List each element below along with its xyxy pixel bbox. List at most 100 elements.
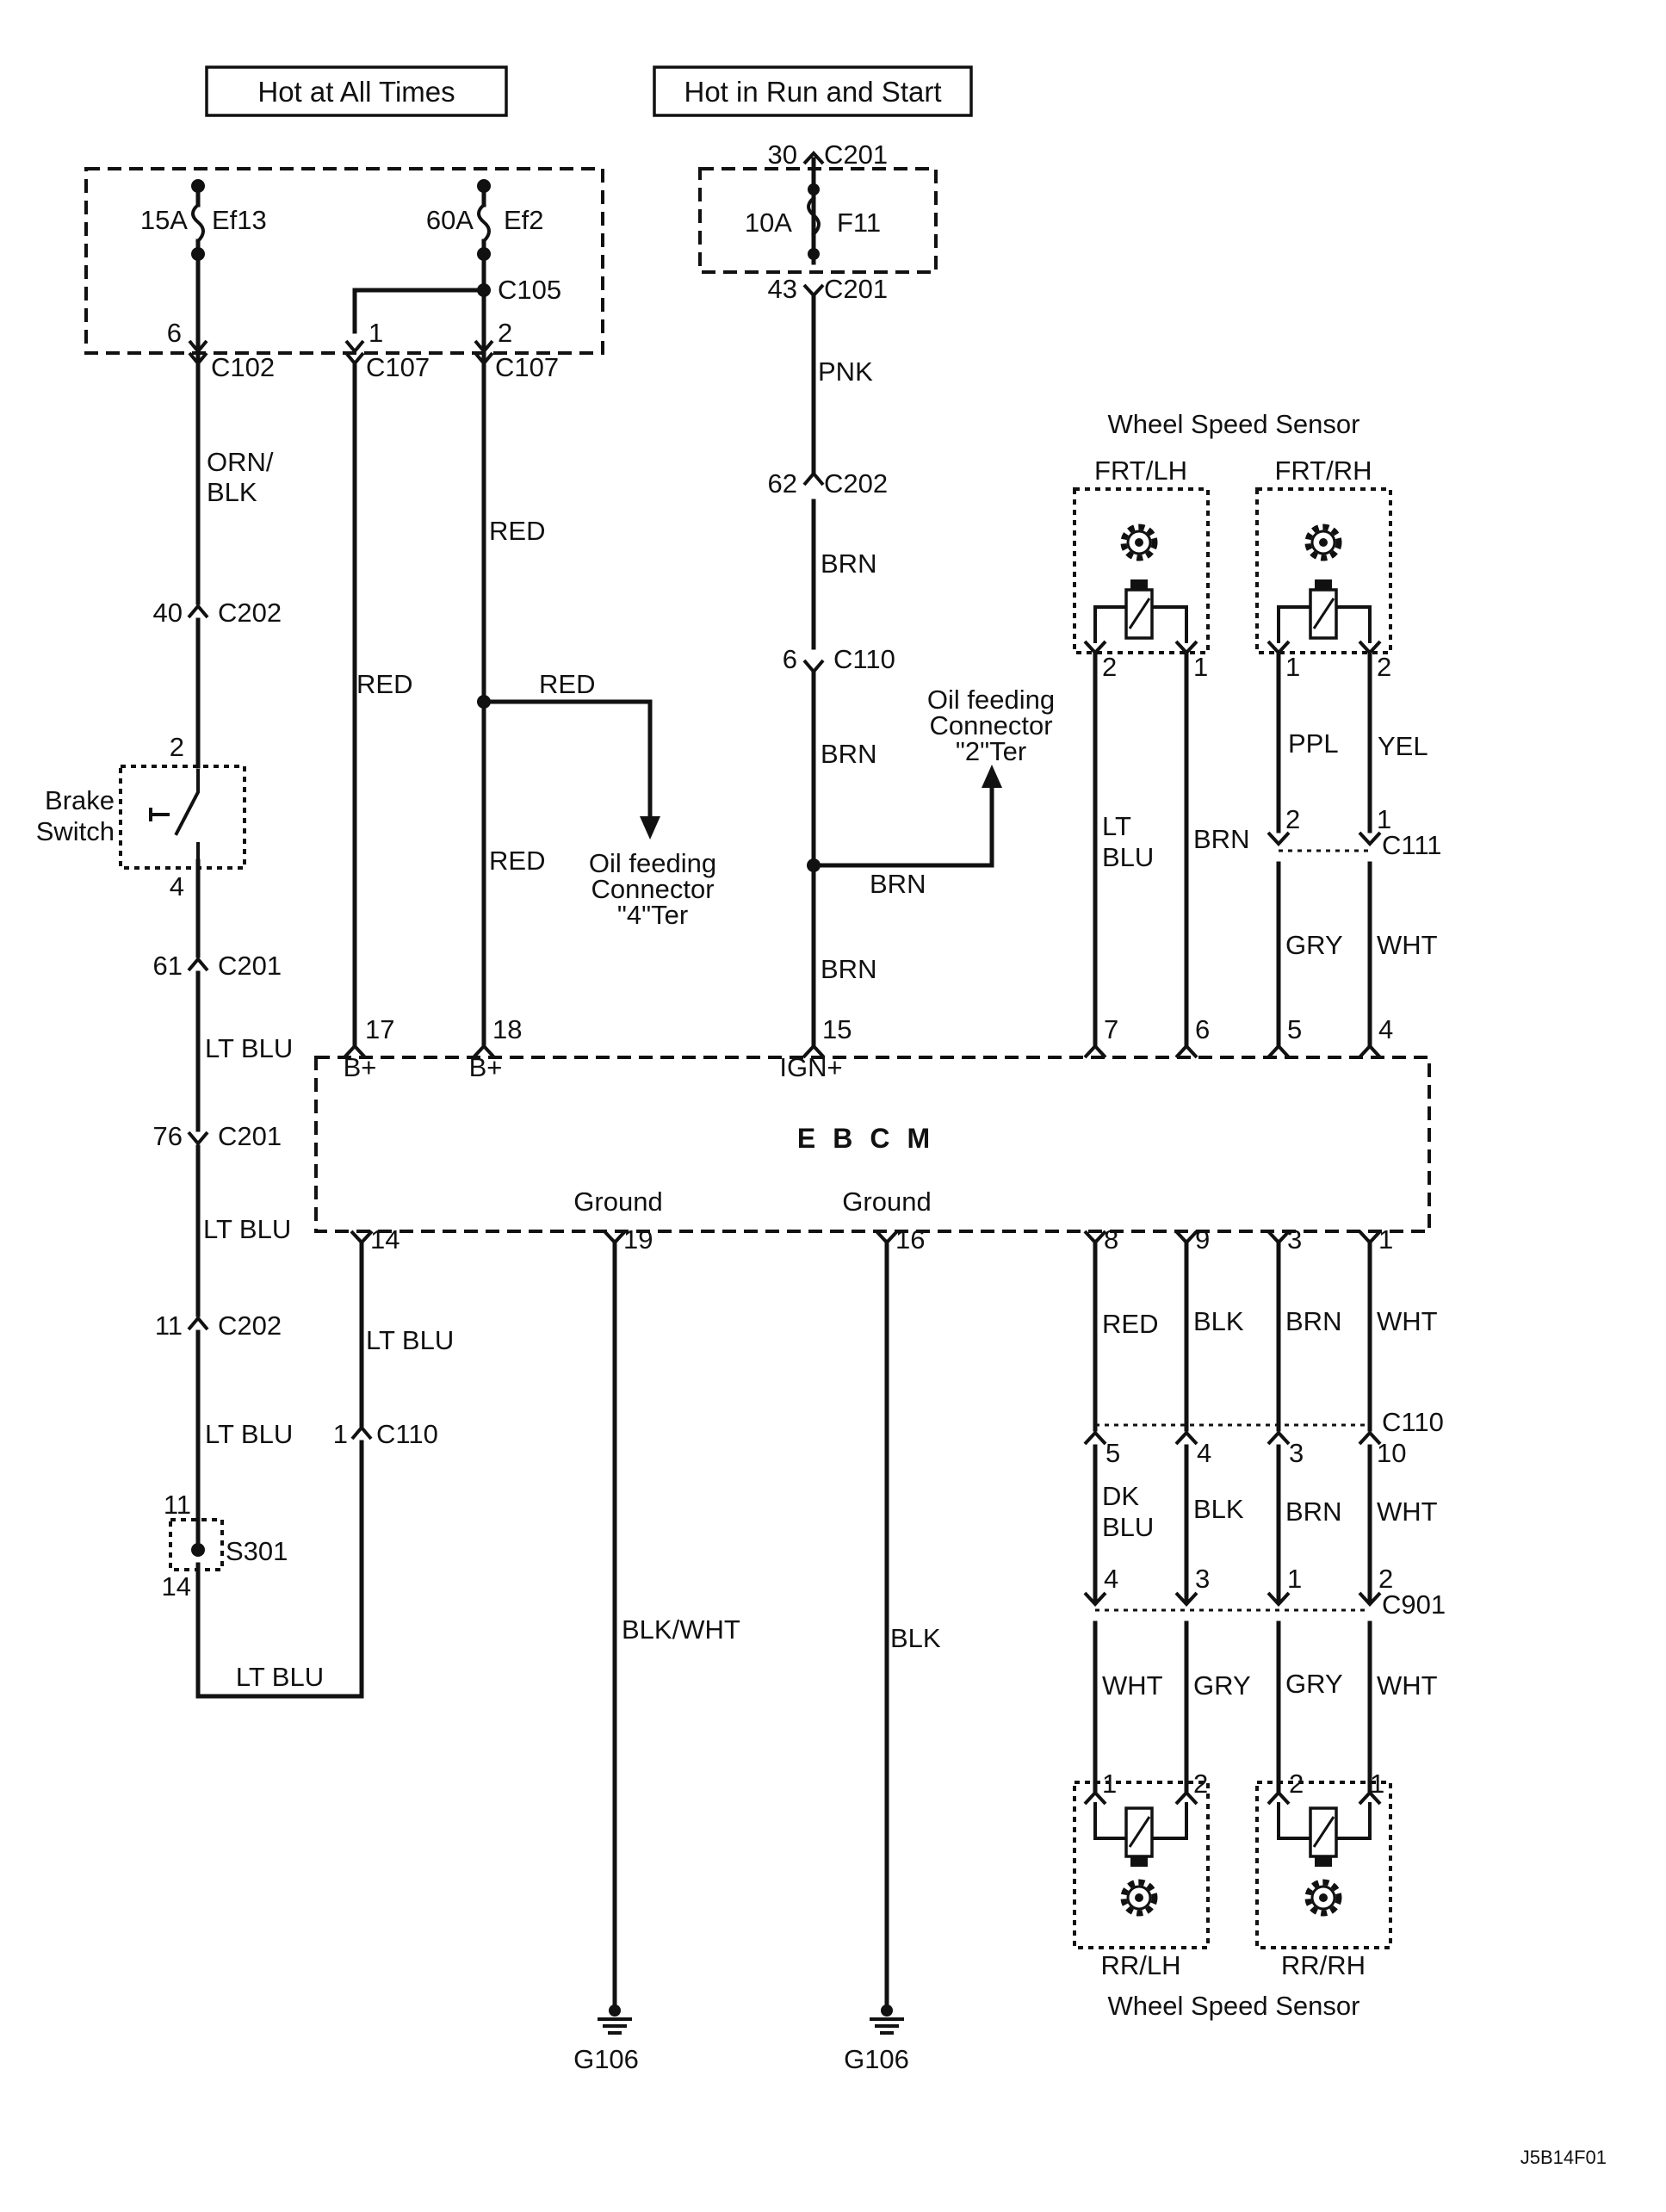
c110r-pin-5: 5 — [1106, 1438, 1120, 1468]
pin-1-rr-lh: 1 — [1102, 1769, 1117, 1799]
ebcm-pin-17: 17 — [365, 1014, 394, 1044]
pin-11-s301: 11 — [164, 1490, 191, 1520]
ground-icon-g106-2 — [870, 2004, 904, 2035]
fuse-ef13-rating: 15A — [140, 205, 188, 235]
pin-2-c111: 2 — [1285, 804, 1300, 834]
c102-label: C102 — [211, 352, 275, 382]
gear-icon-frt-lh — [1120, 524, 1158, 561]
pin-2-frt-lh: 2 — [1102, 652, 1117, 682]
wire-orn-blk-1: ORN/ — [207, 447, 274, 477]
wire-dk: DK — [1102, 1481, 1139, 1511]
fuse-f11-symbol — [807, 195, 821, 237]
c201-label-30: C201 — [824, 139, 888, 170]
ebcm-pin-4: 4 — [1378, 1014, 1393, 1044]
c110-label-6: C110 — [833, 644, 895, 674]
brake-switch-label-1: Brake — [45, 785, 115, 815]
rr-rh-label: RR/RH — [1281, 1950, 1366, 1980]
oil-feeding-2-line-1: Oil feeding — [927, 685, 1055, 715]
header-box-hot-at-all-times — [205, 65, 508, 117]
pin-6-c110: 6 — [783, 644, 797, 674]
c901-pin-3: 3 — [1195, 1564, 1210, 1594]
wire-pnk: PNK — [818, 356, 873, 387]
c110r-pin-10: 10 — [1377, 1438, 1406, 1468]
fuse-block-f11 — [698, 167, 938, 274]
pin-1-frt-rh: 1 — [1285, 652, 1300, 682]
ebcm-pin-15: 15 — [822, 1014, 852, 1044]
s301-splice-box — [169, 1518, 224, 1571]
header-box-hot-in-run-and-start — [653, 65, 973, 117]
fuse-f11-name: F11 — [837, 208, 881, 238]
sensor-box-frt-lh — [1073, 487, 1210, 654]
pin-1-c111: 1 — [1377, 804, 1391, 834]
wire-lt-blu-2: LT BLU — [203, 1214, 291, 1244]
wire-wht-rr: WHT — [1377, 1306, 1438, 1336]
pin-2-rr-rh: 2 — [1289, 1769, 1304, 1799]
c901-label: C901 — [1382, 1589, 1446, 1620]
ebcm-pin-3: 3 — [1287, 1224, 1302, 1255]
c202-label-11: C202 — [218, 1310, 282, 1341]
brake-switch-symbol — [149, 769, 200, 863]
figure-code: J5B14F01 — [1520, 2147, 1607, 2168]
header-hot-in-run-and-start: Hot in Run and Start — [684, 76, 942, 108]
ground-icon-g106-1 — [598, 2004, 632, 2035]
ebcm-pin-18: 18 — [492, 1014, 522, 1044]
ebcm-ground-2: Ground — [842, 1187, 931, 1217]
pin-61: 61 — [153, 951, 183, 981]
c202-label-40: C202 — [218, 598, 282, 628]
connector-symbols — [187, 151, 1382, 1806]
oil-feeding-4-line-2: Connector — [591, 874, 714, 904]
wire-fr-ppl: PPL — [1288, 728, 1339, 759]
wheel-speed-sensor-top-label: Wheel Speed Sensor — [1108, 409, 1360, 439]
fuse-ef2-name: Ef2 — [504, 205, 544, 235]
pin-11: 11 — [155, 1310, 183, 1341]
c201-label-76: C201 — [218, 1121, 282, 1151]
ebcm-pin-19: 19 — [623, 1224, 653, 1255]
wheel-speed-sensor-bottom-label: Wheel Speed Sensor — [1108, 1991, 1360, 2021]
wire-brn-3: BRN — [870, 869, 926, 899]
oil-feeding-2-arrow-icon — [982, 765, 1002, 788]
pin-43: 43 — [768, 274, 797, 304]
wires — [195, 157, 1372, 2013]
pin-2-rr-lh: 2 — [1193, 1769, 1208, 1799]
fuse-ef2-symbol — [477, 202, 491, 244]
ebcm-bplus-1: B+ — [344, 1052, 377, 1082]
pin-1-c110: 1 — [333, 1419, 348, 1449]
ebcm-pin-6: 6 — [1195, 1014, 1210, 1044]
wire-lt-blu-3: LT BLU — [205, 1419, 293, 1449]
c110r-pin-4: 4 — [1197, 1438, 1211, 1468]
fuse-ef13-name: Ef13 — [212, 205, 267, 235]
c901-pin-4: 4 — [1104, 1564, 1118, 1594]
c110r-pin-3: 3 — [1289, 1438, 1304, 1468]
wire-fl-lt: LT — [1102, 811, 1131, 841]
ebcm-bplus-2: B+ — [469, 1052, 503, 1082]
c901-pin-1: 1 — [1287, 1564, 1302, 1594]
wire-blu-dk: BLU — [1102, 1512, 1154, 1542]
c107-label-2: C107 — [495, 352, 559, 382]
pin-76: 76 — [153, 1121, 183, 1151]
oil-feeding-2-line-3: "2"Ter — [956, 736, 1026, 766]
oil-feeding-4-arrow-icon — [640, 816, 660, 840]
pin-2-brake: 2 — [170, 732, 184, 762]
sensor-box-frt-rh — [1255, 487, 1392, 654]
wire-lt-blu-5: LT BLU — [236, 1662, 324, 1692]
gear-icon-frt-rh — [1304, 524, 1342, 561]
pin-6-c102: 6 — [167, 318, 182, 348]
gear-icon-rr-rh — [1304, 1879, 1342, 1917]
fuse-ef2-rating: 60A — [426, 205, 474, 235]
wire-wht-4: WHT — [1377, 1670, 1438, 1701]
oil-feeding-4-line-3: "4"Ter — [617, 900, 688, 930]
pin-2-frt-rh: 2 — [1377, 652, 1391, 682]
ebcm-name: EBCM — [797, 1123, 947, 1154]
ebcm-pin-5: 5 — [1287, 1014, 1302, 1044]
brake-switch-box — [119, 765, 246, 870]
s301-label: S301 — [226, 1536, 288, 1566]
wire-gry-3: GRY — [1285, 1669, 1343, 1699]
front-wheel-speed-sensors — [1073, 487, 1392, 654]
ebcm-pin-9: 9 — [1195, 1224, 1210, 1255]
wire-red-3: RED — [539, 669, 595, 699]
c107-label-1: C107 — [366, 352, 430, 382]
oil-feeding-4-line-1: Oil feeding — [589, 848, 716, 878]
pin-4-brake: 4 — [170, 871, 184, 902]
frt-lh-label: FRT/LH — [1094, 455, 1187, 486]
